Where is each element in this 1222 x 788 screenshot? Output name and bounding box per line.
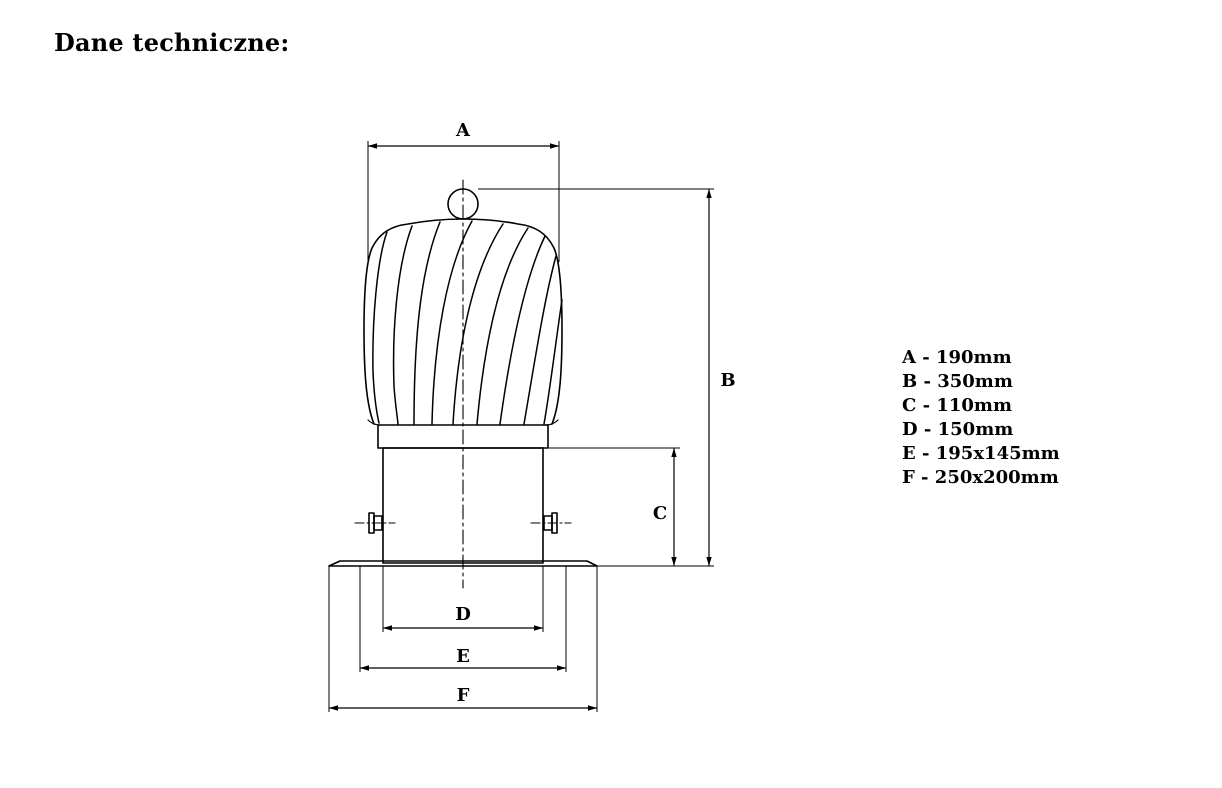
spec-item-c: C - 110mm: [902, 395, 1013, 416]
spec-item-e: E - 195x145mm: [902, 443, 1060, 464]
left-bolt: [354, 512, 396, 534]
right-bolt: [530, 512, 572, 534]
spec-item-d: D - 150mm: [902, 419, 1014, 440]
spec-item-f: F - 250x200mm: [902, 467, 1059, 488]
spec-item-a: A - 190mm: [902, 347, 1012, 368]
spec-item-b: B - 350mm: [902, 371, 1013, 392]
dimension-label-b: B: [720, 370, 735, 391]
page-title: Dane techniczne:: [54, 28, 290, 57]
spec-list: A - 190mm B - 350mm C - 110mm D - 150mm …: [902, 346, 1060, 490]
dimension-label-c: C: [653, 503, 667, 524]
dimension-label-e: E: [456, 646, 470, 667]
dimension-label-d: D: [455, 604, 471, 625]
base-flange: [328, 560, 598, 567]
extension-lines: [328, 141, 714, 712]
turbine-vanes: [372, 220, 563, 425]
dimension-label-a: A: [455, 120, 471, 141]
dimension-label-f: F: [457, 685, 470, 706]
